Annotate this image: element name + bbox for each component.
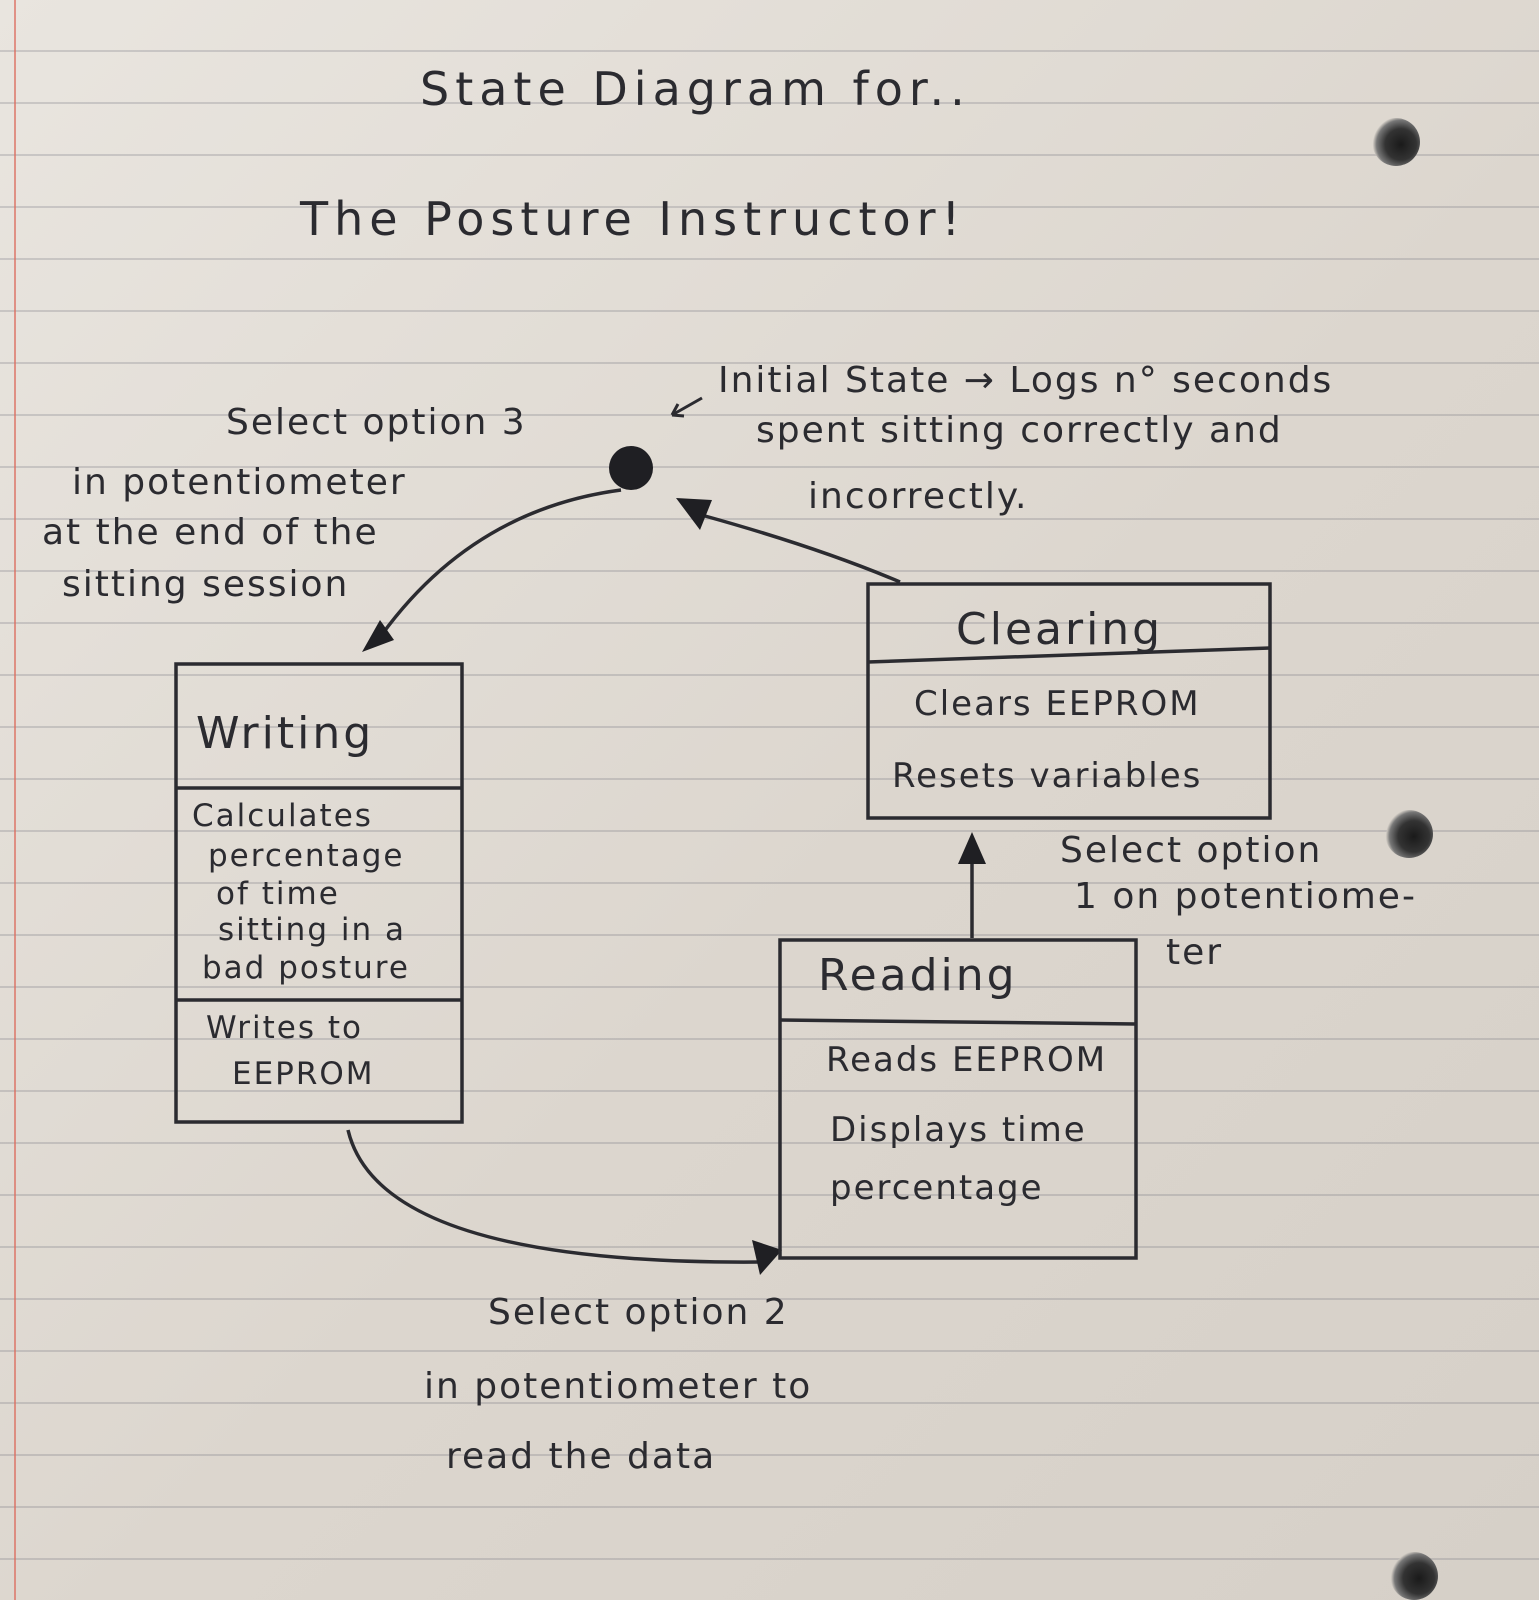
- arrowhead-to-reading: [752, 1240, 782, 1275]
- punch-hole-bottom: [1390, 1552, 1438, 1600]
- option1-line-2: 1 on potentiome-: [1074, 876, 1417, 917]
- title-line-2: The Posture Instructor!: [300, 192, 967, 246]
- punch-hole-middle: [1385, 810, 1433, 858]
- transition-writing-to-reading: [346, 1129, 761, 1264]
- clearing-state-box: [866, 582, 1272, 820]
- writing-action1-line-3: of time: [216, 876, 340, 912]
- reading-action-2: Displays time: [830, 1110, 1087, 1150]
- initial-state-node: [609, 446, 653, 490]
- option1-line-3: ter: [1166, 932, 1224, 973]
- option2-line-1: Select option 2: [488, 1292, 789, 1333]
- paper-margin-line: [14, 0, 16, 1600]
- reading-state-box: [778, 938, 1138, 1260]
- writing-state-name: Writing: [196, 708, 375, 759]
- reading-action-1: Reads EEPROM: [826, 1040, 1108, 1080]
- writing-action2-line-1: Writes to: [206, 1010, 363, 1046]
- note-pointer-arrow: [671, 396, 703, 417]
- writing-action2-line-2: EEPROM: [232, 1056, 375, 1092]
- option3-line-4: sitting session: [62, 564, 350, 605]
- writing-action1-line-4: sitting in a: [218, 912, 406, 948]
- option3-line-3: at the end of the: [42, 512, 379, 553]
- initial-note-line-2: spent sitting correctly and: [756, 410, 1283, 451]
- clearing-state-name: Clearing: [956, 604, 1164, 655]
- writing-action1-line-1: Calculates: [192, 798, 373, 834]
- title-line-1: State Diagram for..: [420, 62, 971, 116]
- writing-action1-line-5: bad posture: [202, 950, 410, 986]
- option2-line-3: read the data: [446, 1436, 717, 1477]
- initial-note-line-3: incorrectly.: [808, 476, 1029, 517]
- writing-state-box: [174, 662, 464, 1124]
- option1-line-1: Select option: [1060, 830, 1323, 871]
- writing-action1-line-2: percentage: [208, 838, 405, 874]
- option3-line-2: in potentiometer: [72, 462, 407, 503]
- clearing-action-1: Clears EEPROM: [914, 684, 1201, 724]
- clearing-action-2: Resets variables: [892, 756, 1203, 796]
- arrowhead-to-clearing: [958, 832, 986, 864]
- option3-line-1: Select option 3: [226, 402, 527, 443]
- transition-initial-to-writing: [376, 488, 622, 642]
- initial-note-line-1: Initial State → Logs n° seconds: [718, 360, 1334, 401]
- punch-hole-top: [1372, 118, 1420, 166]
- transition-clearing-to-initial: [704, 514, 901, 584]
- option2-line-2: in potentiometer to: [424, 1366, 813, 1407]
- reading-state-name: Reading: [818, 950, 1018, 1001]
- arrowhead-to-writing: [362, 620, 394, 652]
- arrowhead-to-initial: [676, 498, 712, 530]
- reading-action-3: percentage: [830, 1168, 1044, 1208]
